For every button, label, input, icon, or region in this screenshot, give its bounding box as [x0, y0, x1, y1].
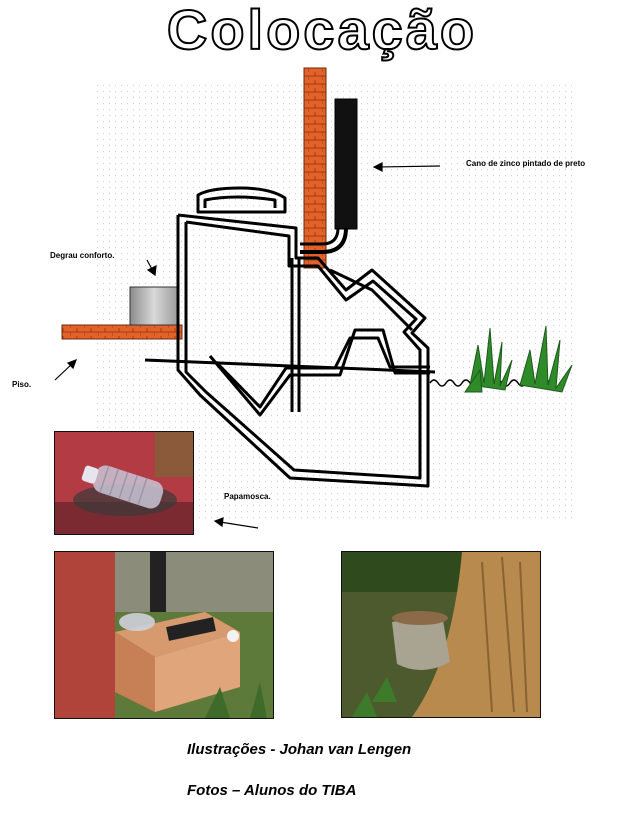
- flytrap-photo: [54, 431, 194, 535]
- comfort-step: [129, 286, 179, 326]
- plastic-bottle: [81, 465, 164, 509]
- toilet-box-photo: [54, 551, 274, 719]
- pipe-elbow: [300, 227, 348, 254]
- step-label: Degrau conforto.: [50, 251, 115, 260]
- brick-wall: [303, 67, 327, 269]
- photos-credit: Fotos – Alunos do TIBA: [187, 782, 357, 799]
- pipe-label: Cano de zinco pintado de preto: [466, 159, 586, 168]
- floor-slab: [61, 324, 183, 340]
- outdoor-unit-photo: [341, 551, 541, 718]
- page-title-text: Colocação: [167, 0, 477, 61]
- floor-label: Piso.: [12, 380, 32, 389]
- illustrations-credit: Ilustrações - Johan van Lengen: [187, 741, 412, 758]
- annotation-arrows: [54, 162, 441, 529]
- flytrap-label: Papamosca.: [224, 492, 271, 501]
- zinc-pipe: [334, 98, 358, 230]
- plants: [464, 325, 573, 393]
- ground-line: [144, 358, 436, 374]
- toilet-structure: [176, 186, 430, 488]
- page-title: Colocação: [166, 0, 477, 62]
